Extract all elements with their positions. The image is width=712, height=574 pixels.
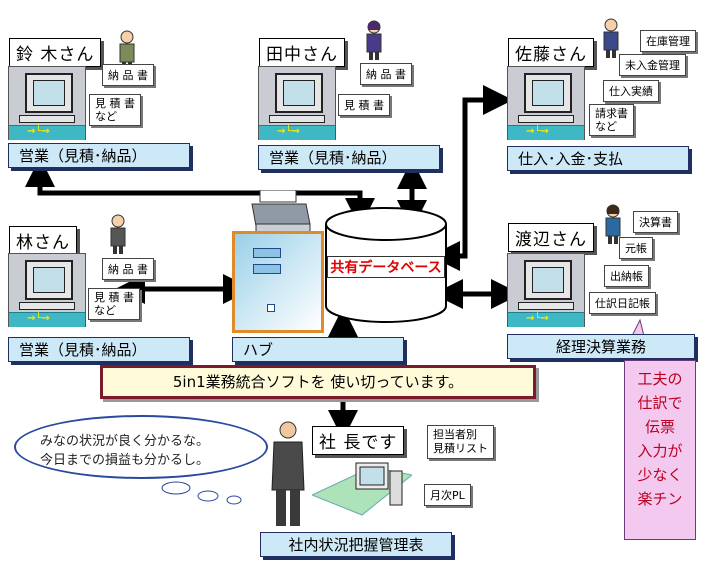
doc-suzuki-2: 見 積 書 など (89, 94, 141, 126)
doc-president-1: 担当者別 見積リスト (427, 425, 494, 459)
speech-line-1: みなの状況が良く分かるな。 (40, 434, 210, 449)
person-tanaka-icon (360, 20, 388, 60)
president-desk (310, 455, 414, 525)
doc-sato-1: 在庫管理 (640, 30, 696, 52)
keyboard-icon (518, 302, 574, 310)
doc-sato-4: 請求書 など (589, 104, 634, 136)
keyboard-icon (518, 115, 574, 123)
pc-suzuki: →└→ (8, 66, 86, 140)
speech-line-2: 今日までの損益も分かるし。 (40, 453, 210, 468)
pc-watanabe: →└→ (507, 253, 585, 327)
role-suzuki: 営業（見積･納品） (8, 143, 190, 168)
name-watanabe: 渡辺さん (508, 223, 594, 252)
banner-text: 5in1業務統合ソフトを 使い切っています。 (172, 373, 464, 391)
pc-tanaka: →└→ (258, 66, 336, 140)
pc-sato: →└→ (507, 66, 585, 140)
monitor-icon (25, 260, 73, 300)
name-sato: 佐藤さん (508, 38, 594, 67)
doc-watanabe-3: 出納帳 (604, 265, 649, 287)
name-president: 社 長です (312, 426, 405, 455)
role-sato: 仕入･入金･支払 (507, 146, 689, 171)
role-watanabe: 経理決算業務 (507, 334, 695, 359)
doc-suzuki-1: 納 品 書 (102, 64, 154, 86)
doc-watanabe-2: 元帳 (619, 237, 653, 259)
name-tanaka: 田中さん (259, 38, 345, 67)
doc-president-2: 月次PL (424, 484, 471, 506)
pc-hayashi: →└→ (8, 253, 86, 327)
hub-label: ハブ (232, 337, 404, 362)
speech-bubble: みなの状況が良く分かるな。 今日までの損益も分かるし。 (14, 415, 268, 479)
arrow-sato-db (430, 85, 513, 271)
name-hayashi: 林さん (9, 226, 77, 255)
database-label: 共有データベース (327, 256, 445, 278)
printer-icon (250, 189, 312, 244)
keyboard-icon (269, 115, 325, 123)
role-tanaka: 営業（見積･納品） (258, 145, 440, 170)
person-watanabe-icon (599, 204, 627, 244)
person-hayashi-icon (104, 214, 132, 254)
doc-sato-2: 未入金管理 (619, 54, 686, 76)
monitor-icon (524, 73, 572, 113)
president-figure-icon (268, 420, 308, 534)
doc-tanaka-2: 見 積 書 (338, 94, 390, 116)
monitor-icon (524, 260, 572, 300)
role-president: 社内状況把握管理表 (260, 532, 452, 557)
hub-device (232, 231, 324, 333)
monitor-icon (25, 73, 73, 113)
doc-sato-3: 仕入実績 (603, 80, 659, 102)
keyboard-icon (19, 302, 75, 310)
note-text: 工夫の 仕訳で 伝票 入力が 少なく 楽チン (637, 370, 683, 508)
doc-watanabe-1: 決算書 (633, 211, 678, 233)
role-hayashi: 営業（見積･納品） (8, 337, 190, 362)
doc-hayashi-1: 納 品 書 (102, 258, 154, 280)
name-suzuki: 鈴 木さん (9, 38, 102, 67)
keyboard-icon (19, 115, 75, 123)
person-sato-icon (597, 18, 625, 58)
doc-watanabe-4: 仕訳日記帳 (589, 292, 656, 314)
doc-tanaka-1: 納 品 書 (360, 63, 412, 85)
thought-dots (161, 481, 242, 505)
monitor-icon (275, 73, 323, 113)
note-box: 工夫の 仕訳で 伝票 入力が 少なく 楽チン (624, 360, 696, 540)
doc-hayashi-2: 見 積 書 など (88, 288, 140, 320)
arrow-suzuki-db (25, 157, 375, 228)
banner: 5in1業務統合ソフトを 使い切っています。 (100, 365, 536, 399)
